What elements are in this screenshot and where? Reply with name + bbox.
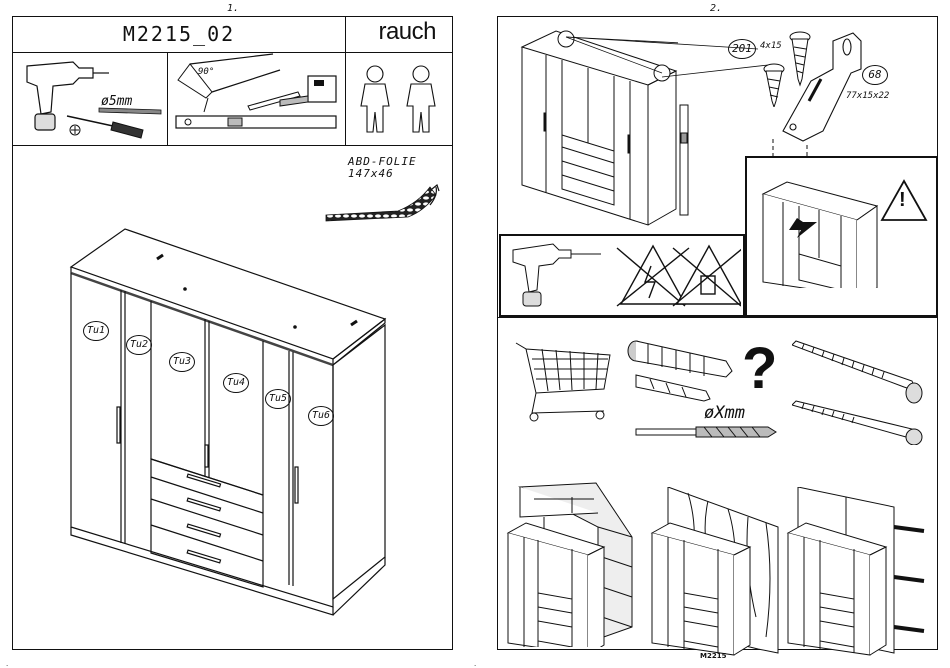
instruction-page-2: 201 4x15 68 77x15x22 [497,16,938,650]
part-68-size: 77x15x22 [846,91,889,101]
door-label-tu2: Tu2 [126,335,152,355]
tipping-warning-box: ! [745,156,938,317]
instruction-page-1: M2215_02 rauch ø5mm [12,16,453,650]
page-header: M2215_02 rauch [13,17,452,53]
wardrobe-icon [63,227,393,617]
drilling-warning-box [499,234,745,317]
door-label-tu5: Tu5 [265,389,291,409]
warning-symbol: ! [899,189,906,212]
brand-logo: rauch [378,18,436,46]
page-number-2: 2. [710,3,722,14]
door-label-tu1: Tu1 [83,321,109,341]
tools-row: ø5mm 90° [13,52,452,146]
page-number-1: 1. [227,3,239,14]
no-electricity-icon [617,246,689,306]
part-201-label: 201 [728,39,756,59]
square-icon [168,52,344,145]
stud-wall-mount [784,487,934,657]
no-water-pipe-icon [673,246,741,306]
person-icon [353,62,448,137]
part-68-label: 68 [862,65,888,85]
wood-wall-mount [648,487,782,657]
drill-bit-icon [632,421,780,447]
question-mark: ? [742,335,777,402]
wardrobe-icon [757,178,887,288]
door-label-tu3: Tu3 [169,352,195,372]
brick-wall-mount [504,477,636,647]
screwdriver-icon [63,112,163,142]
door-label-tu6: Tu6 [308,406,334,426]
shopping-cart-icon [512,339,612,429]
drill-size-label: ø5mm [101,94,132,109]
level-icon [176,116,336,128]
drill-icon [513,244,571,292]
foil-sheet-icon [318,177,443,222]
angle-label: 90° [198,67,214,77]
door-label-tu4: Tu4 [223,373,249,393]
tape-measure-icon [308,76,336,102]
dowel-size-label: øXmm [704,403,745,423]
model-number: M2215_02 [13,22,345,46]
footer-model: M2215 [700,652,726,660]
wall-screw-icon [792,335,934,445]
